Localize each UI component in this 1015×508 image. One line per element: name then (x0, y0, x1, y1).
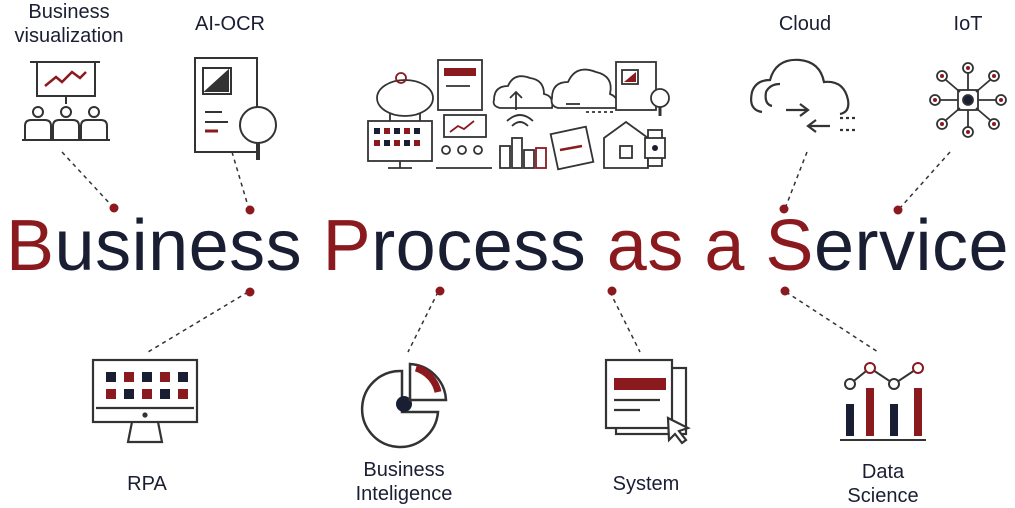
main-title: Business Process as a Service (0, 210, 1015, 282)
label-cloud: Cloud (778, 13, 832, 35)
title-word-as: as (606, 206, 684, 286)
ai-ocr-icon (194, 57, 277, 160)
title-word-a: a (704, 206, 745, 286)
title-word-service: ervice (813, 206, 1009, 286)
title-word-process: rocess (371, 206, 587, 286)
business-intelligence-icon (360, 362, 448, 449)
connector-rpa (147, 291, 249, 353)
title-letter-p: P (322, 206, 372, 286)
connector-cloud (785, 151, 808, 207)
services-collage-icon (367, 59, 670, 171)
label-iot: IoT (953, 13, 983, 35)
label-business-intelligence: Business Inteligence (355, 459, 453, 505)
iot-icon (929, 62, 1007, 138)
connector-business-intelligence (407, 291, 439, 353)
title-letter-s: S (765, 206, 814, 286)
data-science-icon (840, 362, 926, 441)
cloud-icon (750, 58, 856, 133)
connector-iot (899, 151, 951, 209)
label-system: System (612, 473, 680, 495)
connector-business-visualization (61, 151, 113, 207)
connector-dots (109, 203, 903, 297)
label-ai-ocr: AI-OCR (195, 13, 265, 35)
connectors (61, 151, 951, 353)
label-data-science: Data Science (847, 461, 919, 507)
label-business-visualization: Business visualization (14, 1, 124, 47)
connector-system (609, 291, 641, 353)
business-visualization-icon (22, 61, 110, 141)
title-letter-b: B (6, 206, 55, 286)
rpa-icon (91, 358, 199, 444)
title-word-business: usiness (54, 206, 303, 286)
connector-data-science (785, 291, 879, 353)
label-rpa: RPA (127, 473, 167, 495)
connector-ai-ocr (231, 151, 249, 207)
system-icon (604, 358, 691, 445)
